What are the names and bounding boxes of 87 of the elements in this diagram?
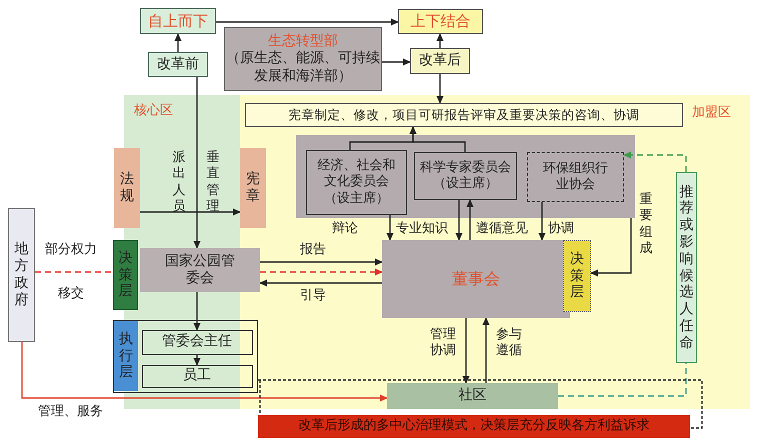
label-text: 决策层 bbox=[118, 250, 133, 300]
arrow bbox=[386, 215, 394, 241]
layer-tag bbox=[563, 240, 591, 312]
edge-label: 重要组成 bbox=[639, 192, 653, 257]
label-text: 宪章 bbox=[246, 171, 260, 205]
committee-box bbox=[140, 248, 260, 292]
arrow bbox=[590, 218, 632, 276]
label-text: 宪章制定、修改，项目可研报告评审及重要决策的咨询、协调 bbox=[288, 107, 640, 123]
edge-label: 引导 bbox=[300, 288, 326, 304]
arrow bbox=[260, 268, 383, 276]
arrow bbox=[410, 126, 466, 152]
charter-box bbox=[240, 148, 266, 228]
edge-label: 管理、服务 bbox=[38, 404, 103, 420]
edge-label: 参与遵循 bbox=[496, 327, 523, 360]
label-text: 法规 bbox=[120, 171, 134, 205]
role-box bbox=[142, 330, 252, 354]
committee-panel bbox=[296, 135, 635, 218]
arrow bbox=[623, 152, 687, 172]
edge-label: 遵循意见 bbox=[476, 221, 528, 238]
arrow bbox=[140, 208, 241, 216]
zone-label: 加盟区 bbox=[692, 105, 731, 122]
stage-box bbox=[410, 48, 470, 74]
arrow bbox=[436, 33, 444, 48]
connector-line bbox=[35, 271, 113, 273]
label-text: 改革后 bbox=[419, 52, 461, 70]
edge-label: 专业知识 bbox=[396, 221, 448, 238]
arrow bbox=[216, 18, 399, 26]
arrow bbox=[456, 200, 462, 241]
arrow bbox=[436, 74, 444, 104]
department-box bbox=[224, 27, 382, 91]
community-box bbox=[387, 383, 558, 409]
zone-label: 核心区 bbox=[134, 103, 173, 120]
board-box bbox=[382, 240, 570, 318]
arrow bbox=[466, 199, 474, 240]
edge-label: 协调 bbox=[548, 221, 574, 238]
label-text: 董事会 bbox=[452, 269, 500, 289]
label-text: 管委会主任 bbox=[162, 333, 232, 351]
arrow bbox=[259, 280, 382, 286]
label-text: 地方政府 bbox=[14, 241, 29, 309]
label-text: 决策层 bbox=[570, 250, 584, 302]
conclusion-banner bbox=[258, 415, 690, 438]
stage-box bbox=[140, 8, 216, 34]
nomination-box bbox=[676, 172, 697, 363]
layer-tag bbox=[113, 240, 138, 310]
label-text: 国家公园管委会 bbox=[164, 252, 236, 288]
arrow bbox=[260, 258, 383, 266]
connector-line bbox=[558, 363, 687, 397]
arrow bbox=[194, 355, 200, 366]
edge-label: 管理协调 bbox=[430, 327, 457, 360]
label-text: 经济、社会和文化委员会（设主席） bbox=[316, 158, 396, 207]
annotation-text: 派出人员 bbox=[172, 150, 186, 215]
arrow bbox=[482, 317, 490, 383]
arrow bbox=[194, 77, 200, 249]
annotation-text: 移交 bbox=[58, 286, 84, 302]
edge-label: 垂直管理 bbox=[206, 150, 220, 215]
label-text: 环保组织行业协会 bbox=[542, 160, 609, 194]
role-box bbox=[142, 364, 252, 388]
label-text: 科学专家委员会（设主席） bbox=[419, 160, 512, 192]
label-text: 推荐或影响候选人任命 bbox=[679, 184, 694, 352]
connector-line bbox=[257, 379, 703, 429]
edge-label: 辩论 bbox=[332, 221, 358, 238]
arrow bbox=[174, 33, 182, 52]
layer-label: 执行层 bbox=[114, 321, 138, 391]
arrow bbox=[194, 292, 200, 331]
stage-box bbox=[398, 9, 483, 34]
label-text: （原生态、能源、可持续发展和海洋部） bbox=[225, 50, 381, 86]
law-box bbox=[114, 148, 140, 228]
label-text: 改革后形成的多中心治理模式，决策层充分反映各方利益诉求 bbox=[298, 418, 650, 435]
layer-box bbox=[113, 320, 258, 393]
function-box bbox=[245, 103, 683, 127]
label-text: 上下结合 bbox=[410, 12, 470, 31]
heading: 生态转型部 bbox=[268, 32, 338, 50]
label-text: 社区 bbox=[458, 387, 486, 405]
label-text: 自上而下 bbox=[148, 12, 208, 30]
association-box bbox=[527, 152, 624, 202]
edge-label: 报告 bbox=[300, 242, 326, 258]
arrow bbox=[538, 202, 546, 241]
edge-label: 部分权力 bbox=[45, 242, 97, 258]
committee-box bbox=[414, 152, 517, 200]
arrow bbox=[21, 342, 388, 402]
arrow bbox=[382, 58, 411, 66]
arrow bbox=[462, 318, 470, 384]
stage-box bbox=[148, 52, 208, 77]
label-text: 改革前 bbox=[157, 56, 199, 74]
committee-box bbox=[306, 150, 407, 215]
government-box bbox=[8, 208, 35, 342]
label-text: 员工 bbox=[183, 367, 211, 385]
